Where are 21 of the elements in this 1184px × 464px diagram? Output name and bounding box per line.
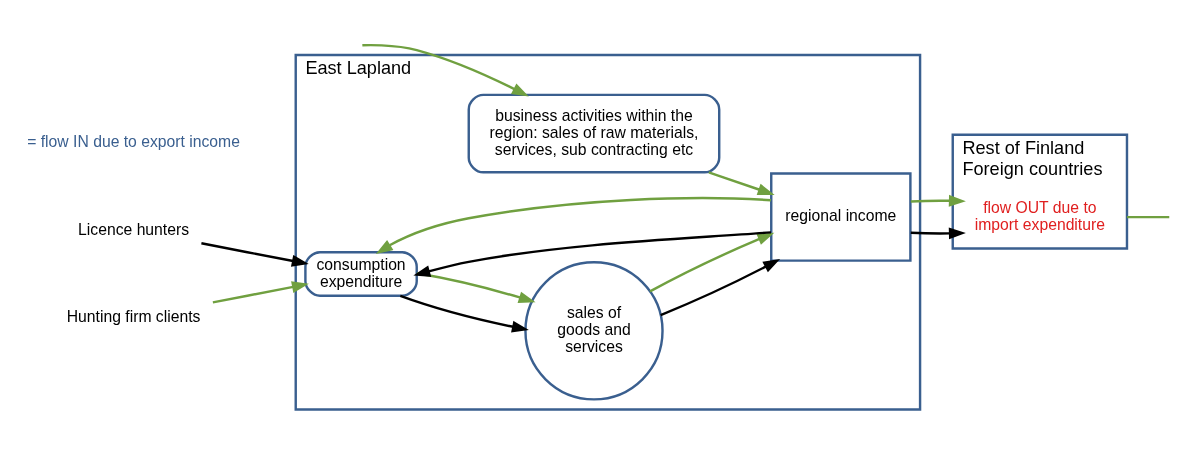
arrow: [708, 171, 775, 196]
node-circle: sales of goods and services: [524, 261, 664, 401]
arrow: [660, 259, 781, 317]
arrow: [910, 227, 966, 240]
arrow: [362, 43, 529, 97]
arrow: [416, 272, 536, 304]
arrow: [413, 231, 772, 277]
node-text: Hunting firm clients: [66, 307, 201, 325]
node-box: regional income: [770, 172, 912, 262]
connector: [1127, 215, 1170, 219]
arrow: [910, 194, 966, 207]
arrow: [399, 294, 529, 333]
arrow: [212, 281, 309, 304]
node-box: business activities within the region: sales of raw materials, services, sub contracting etc: [467, 93, 721, 174]
arrow: [649, 232, 775, 293]
arrow: [201, 242, 309, 267]
node-text: flow OUT due to import expenditure: [974, 198, 1105, 233]
node-text: Licence hunters: [78, 220, 190, 238]
node-box: consumption expenditure: [304, 250, 418, 297]
arrow: [375, 196, 772, 254]
label: = flow IN due to export income: [27, 133, 240, 151]
